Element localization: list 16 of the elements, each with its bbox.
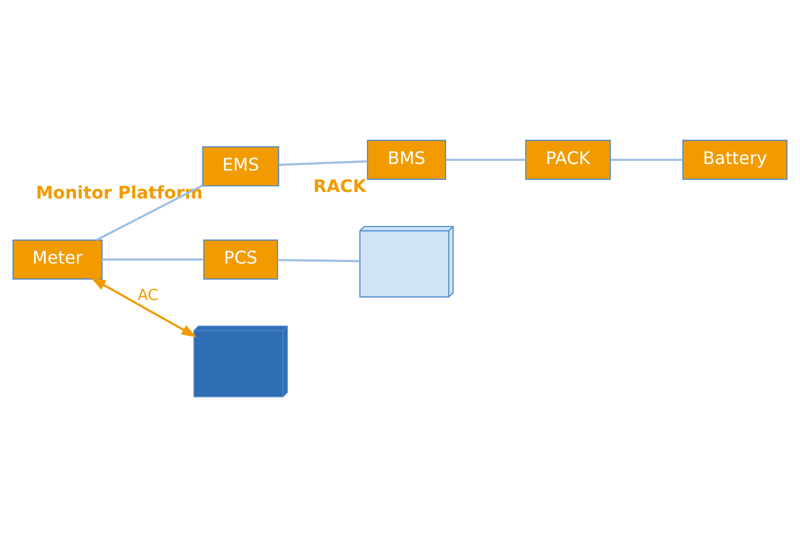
connector [102, 258, 204, 260]
node-label: RACK [313, 176, 366, 197]
node-box: EMS [202, 146, 280, 186]
arrow [90, 277, 197, 337]
connector [96, 184, 204, 240]
connector [278, 258, 360, 262]
edge-label: AC [138, 285, 158, 304]
node-box: BMS [366, 139, 446, 180]
connector [446, 158, 526, 160]
node-box: Battery [682, 139, 788, 180]
node-box: Meter [12, 239, 102, 280]
connector [278, 160, 368, 166]
node-box: PACK [525, 139, 611, 180]
connector [610, 158, 683, 160]
node-box: PCS [203, 239, 278, 280]
node-label: Monitor Platform [36, 183, 203, 204]
